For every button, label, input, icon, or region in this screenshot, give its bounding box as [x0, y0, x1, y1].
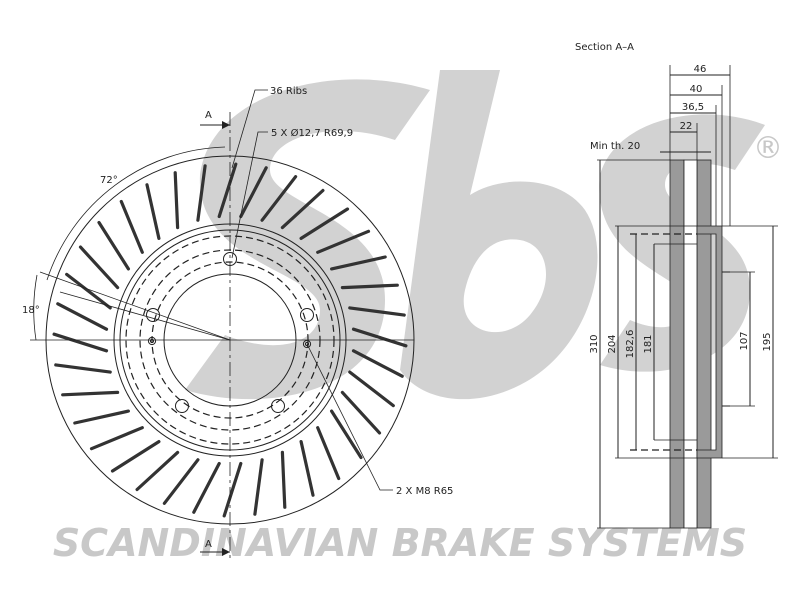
cooling-rib — [280, 188, 325, 230]
bolt-hole — [300, 308, 314, 322]
dim-195: 195 — [762, 332, 773, 351]
threaded-holes-label: 2 X M8 R65 — [396, 486, 453, 497]
section-view: Section A–A 46 40 36,5 22 Min th. 20 3 — [575, 42, 778, 529]
cooling-rib — [330, 255, 387, 271]
cooling-rib — [299, 207, 350, 240]
min-thickness-label: Min th. 20 — [590, 141, 640, 152]
dim-40: 40 — [690, 84, 703, 95]
cooling-rib — [52, 332, 109, 353]
cooling-rib — [280, 450, 287, 509]
section-title: Section A–A — [575, 42, 634, 53]
cooling-rib — [316, 229, 371, 254]
cooling-rib — [65, 272, 112, 310]
cooling-rib — [135, 450, 180, 492]
angle-72-label: 72° — [100, 175, 118, 186]
cooling-rib — [299, 440, 315, 497]
cooling-rib — [348, 306, 406, 317]
threaded-hole-core — [304, 341, 310, 347]
cooling-rib — [340, 283, 399, 290]
center-radius-line — [59, 291, 231, 341]
cooling-rib — [351, 349, 404, 378]
section-marker-top: A — [205, 110, 212, 121]
threaded-hole-core — [149, 338, 155, 344]
angle-18-label: 18° — [22, 305, 40, 316]
friction-plate-inboard — [696, 159, 712, 529]
angle-72-arc — [46, 146, 226, 281]
dim-181: 181 — [643, 334, 654, 353]
cooling-rib — [61, 390, 120, 397]
cooling-rib — [253, 458, 264, 516]
cooling-rib — [316, 426, 341, 481]
cooling-rib — [119, 199, 144, 254]
cooling-rib — [173, 171, 180, 230]
friction-plate-outboard — [669, 159, 685, 529]
cooling-rib — [196, 164, 207, 222]
cooling-rib — [56, 302, 109, 331]
bolt-hole — [271, 399, 285, 413]
cooling-rib — [97, 220, 130, 271]
angle-72-leg — [39, 271, 231, 341]
cooling-rib — [54, 363, 112, 374]
dim-22: 22 — [680, 121, 693, 132]
ribs-label: 36 Ribs — [270, 86, 307, 97]
cooling-ribs — [52, 162, 408, 518]
section-arrow-top-head — [222, 121, 230, 129]
cooling-rib — [162, 458, 200, 505]
section-arrow-bottom-head — [222, 548, 230, 556]
bolt-hole — [175, 399, 189, 413]
cooling-rib — [145, 183, 161, 240]
threaded-holes-leader — [306, 343, 393, 491]
cooling-rib — [192, 461, 221, 514]
cooling-rib — [348, 370, 395, 408]
cooling-rib — [217, 162, 238, 219]
cooling-channel — [683, 159, 698, 529]
dim-204: 204 — [607, 334, 618, 353]
cooling-rib — [110, 440, 161, 473]
angle-18-arc — [33, 274, 38, 341]
bolt-holes-leader — [231, 131, 268, 259]
cooling-rib — [78, 245, 120, 290]
cooling-rib — [340, 390, 382, 435]
threaded-hole — [147, 336, 157, 346]
cooling-rib — [239, 166, 268, 219]
dim-36-5: 36,5 — [682, 102, 704, 113]
dim-182-6: 182,6 — [625, 330, 636, 359]
cooling-rib — [73, 409, 130, 425]
cooling-rib — [222, 461, 243, 518]
cooling-rib — [330, 409, 363, 460]
cooling-rib — [351, 327, 408, 348]
dim-107: 107 — [739, 331, 750, 350]
cooling-rib — [89, 426, 144, 451]
ribs-leader — [231, 89, 268, 169]
registered-mark: ® — [753, 131, 783, 166]
bolt-holes-label: 5 X Ø12,7 R69,9 — [271, 127, 353, 139]
front-view: A A 72° 18° 36 Ribs 5 X Ø12,7 R69,9 2 X … — [22, 86, 453, 560]
dim-46: 46 — [694, 64, 707, 75]
section-marker-bottom: A — [205, 539, 212, 550]
cooling-rib — [260, 175, 298, 222]
dim-310: 310 — [589, 334, 600, 353]
